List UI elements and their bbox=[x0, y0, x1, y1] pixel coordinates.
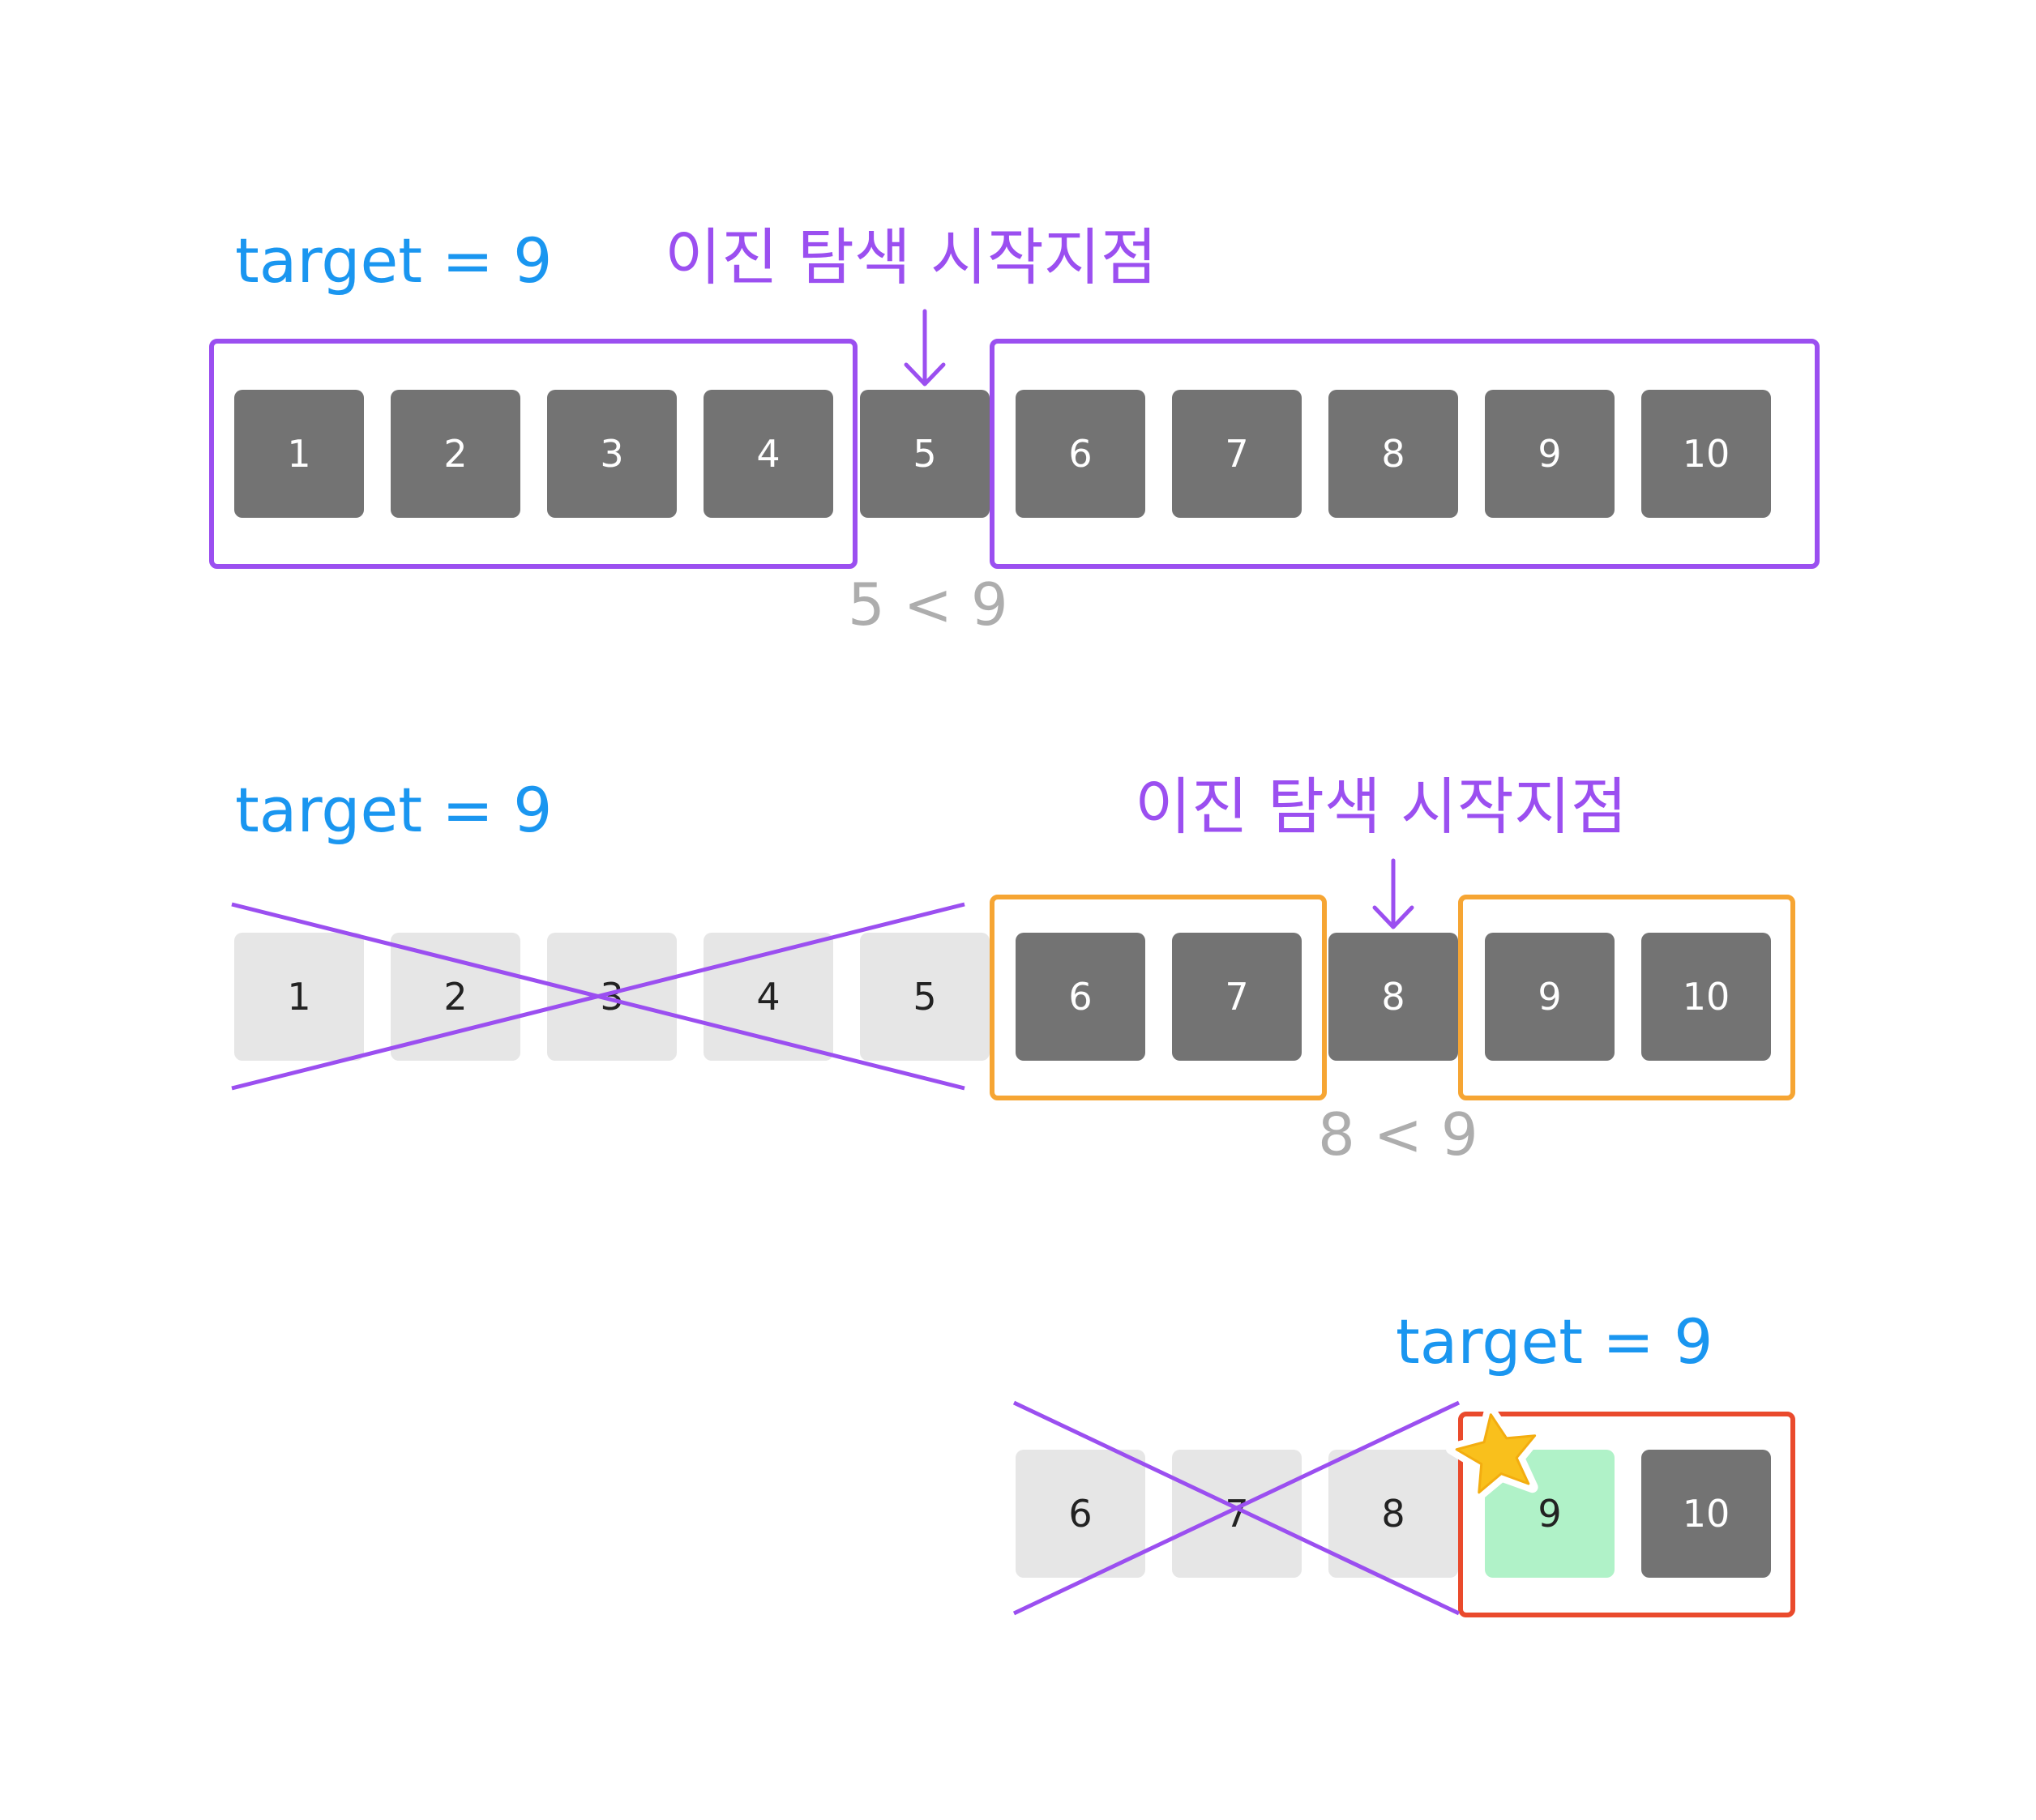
array-cell-eliminated: 3 bbox=[547, 933, 677, 1061]
found-frame bbox=[1458, 1412, 1795, 1617]
array-cell-eliminated: 7 bbox=[1172, 1450, 1302, 1578]
array-cell: 9 bbox=[1485, 933, 1615, 1061]
right-half-frame bbox=[1458, 895, 1795, 1100]
array-cell-eliminated: 4 bbox=[704, 933, 833, 1061]
array-cell-eliminated: 1 bbox=[234, 933, 364, 1061]
array-cell: 9 bbox=[1485, 390, 1615, 518]
array-cell-eliminated: 5 bbox=[860, 933, 990, 1061]
search-start-label: 이진 탐색 시작지점 bbox=[1135, 771, 1628, 843]
left-half-frame bbox=[990, 895, 1327, 1100]
array-cell: 10 bbox=[1641, 390, 1771, 518]
array-cell-found: 9 bbox=[1485, 1450, 1615, 1578]
comparison-label: 8 < 9 bbox=[1318, 1100, 1478, 1168]
array-cell: 4 bbox=[704, 390, 833, 518]
array-cell: 8 bbox=[1328, 390, 1458, 518]
array-cell-eliminated: 8 bbox=[1328, 1450, 1458, 1578]
array-cell: 6 bbox=[1016, 390, 1145, 518]
array-cell: 6 bbox=[1016, 933, 1145, 1061]
array-cell: 10 bbox=[1641, 933, 1771, 1061]
array-cell-midpoint: 8 bbox=[1328, 933, 1458, 1061]
target-label: target = 9 bbox=[235, 224, 553, 297]
comparison-label: 5 < 9 bbox=[848, 570, 1008, 639]
target-label: target = 9 bbox=[1396, 1305, 1713, 1378]
left-half-frame bbox=[209, 339, 858, 569]
down-arrow-icon bbox=[904, 309, 946, 387]
array-cell-midpoint: 5 bbox=[860, 390, 990, 518]
search-start-label: 이진 탐색 시작지점 bbox=[665, 221, 1157, 293]
array-cell: 7 bbox=[1172, 390, 1302, 518]
array-cell: 2 bbox=[391, 390, 520, 518]
array-cell-eliminated: 2 bbox=[391, 933, 520, 1061]
down-arrow-icon bbox=[1372, 858, 1414, 929]
array-cell: 10 bbox=[1641, 1450, 1771, 1578]
right-half-frame bbox=[990, 339, 1820, 569]
array-cell: 7 bbox=[1172, 933, 1302, 1061]
target-label: target = 9 bbox=[235, 774, 553, 846]
array-cell: 3 bbox=[547, 390, 677, 518]
array-cell: 1 bbox=[234, 390, 364, 518]
array-cell-eliminated: 6 bbox=[1016, 1450, 1145, 1578]
